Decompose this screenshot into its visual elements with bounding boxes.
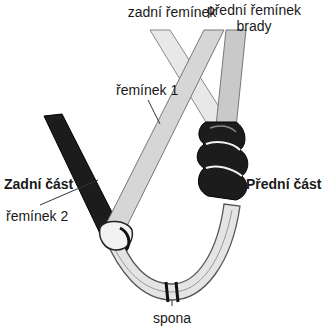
part-heading: Přední část bbox=[246, 176, 321, 192]
front-chin-strap bbox=[216, 30, 246, 128]
front-knot-folds bbox=[206, 142, 242, 176]
part-heading: Zadní část bbox=[4, 176, 73, 192]
callout-label: spona bbox=[153, 310, 191, 326]
strap-loop bbox=[100, 221, 133, 250]
chin-strap-crease bbox=[112, 210, 232, 292]
strap-loop-edge bbox=[120, 228, 129, 250]
callout-label: zadní řemínek bbox=[128, 4, 217, 20]
callout-label: řemínek 2 bbox=[6, 208, 68, 224]
front-knot-fold bbox=[210, 126, 236, 132]
leader-line bbox=[148, 100, 160, 124]
front-knot bbox=[197, 122, 248, 200]
leader-line bbox=[172, 300, 173, 306]
callout-label: přední řemínek brady bbox=[206, 2, 302, 34]
buckle bbox=[166, 282, 178, 302]
callout-label: řemínek 1 bbox=[116, 82, 178, 98]
